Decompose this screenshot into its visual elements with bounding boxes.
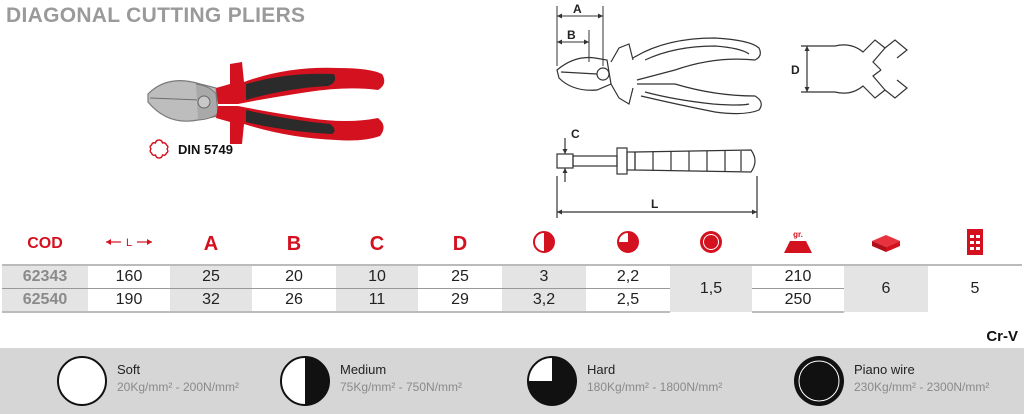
- header-length: L: [88, 224, 170, 265]
- cell-l: 190: [88, 288, 170, 313]
- header-box: [928, 224, 1022, 265]
- legend-name: Soft: [117, 362, 141, 377]
- cell-soft: 3: [502, 264, 586, 289]
- header-a: A: [203, 232, 219, 255]
- legend-value: 20Kg/mm² - 200N/mm²: [117, 380, 240, 394]
- box-icon: [967, 228, 983, 255]
- spec-table: COD L A B C D: [2, 224, 1022, 313]
- cut-soft-icon: [533, 230, 555, 253]
- cut-medium-icon: [617, 230, 639, 253]
- cell-medium: 2,5: [586, 288, 670, 313]
- dim-label-a: A: [573, 2, 582, 16]
- header-hard: [670, 224, 752, 265]
- cell-l: 160: [88, 264, 170, 289]
- header-cod: COD: [27, 235, 63, 252]
- material-label: Cr-V: [986, 328, 1018, 345]
- piano-wire-icon: [794, 356, 844, 406]
- dim-label-b: B: [567, 28, 576, 42]
- pliers-photo: [147, 62, 385, 144]
- header-c: C: [369, 232, 385, 255]
- page-title: DIAGONAL CUTTING PLIERS: [6, 4, 306, 27]
- cell-box: 5: [928, 264, 1022, 312]
- header-medium: [586, 224, 670, 265]
- hardness-legend: Soft 20Kg/mm² - 200N/mm² Medium 75Kg/mm²…: [0, 348, 1024, 414]
- legend-name: Piano wire: [854, 362, 915, 377]
- technical-drawing: A B D C L: [556, 2, 908, 218]
- legend-name: Medium: [340, 362, 387, 377]
- din-label: DIN 5749: [178, 141, 233, 157]
- package-icon: [872, 234, 900, 252]
- cell-package: 6: [844, 264, 928, 312]
- length-header-label: L: [126, 237, 132, 249]
- cell-b: 20: [252, 264, 336, 289]
- medium-wire-icon: [280, 356, 330, 406]
- header-package: [844, 224, 928, 265]
- header-d: D: [452, 232, 468, 255]
- din-standard: DIN 5749: [148, 138, 233, 160]
- soft-wire-icon: [57, 356, 107, 406]
- legend-value: 75Kg/mm² - 750N/mm²: [340, 380, 463, 394]
- header-weight: gr.: [752, 224, 844, 265]
- cell-weight: 210: [752, 264, 844, 289]
- length-icon: L: [106, 237, 152, 249]
- cell-d: 25: [418, 264, 502, 289]
- legend-value: 180Kg/mm² - 1800N/mm²: [587, 380, 723, 394]
- cell-b: 26: [252, 288, 336, 313]
- dim-label-c: C: [571, 127, 580, 141]
- cell-c: 11: [336, 288, 418, 313]
- dim-label-l: L: [651, 197, 658, 211]
- cell-c: 10: [336, 264, 418, 289]
- weight-icon: gr.: [784, 230, 812, 253]
- cell-d: 29: [418, 288, 502, 313]
- header-b: B: [286, 232, 302, 255]
- cell-a: 32: [170, 288, 252, 313]
- cell-cod: 62343: [2, 264, 88, 289]
- legend-name: Hard: [587, 362, 616, 377]
- cut-hard-icon: [700, 230, 722, 253]
- cell-soft: 3,2: [502, 288, 586, 313]
- hard-wire-icon: [527, 356, 577, 406]
- legend-value: 230Kg/mm² - 2300N/mm²: [854, 380, 990, 394]
- table-row: 62540 190 32 26 11 29 3,2 2,5 250: [2, 288, 1022, 313]
- cell-a: 25: [170, 264, 252, 289]
- spec-header-row: COD L A B C D: [2, 224, 1022, 265]
- table-row: 62343 160 25 20 10 25 3 2,2 1,5 210 6 5: [2, 264, 1022, 312]
- din-flower-icon: [149, 139, 169, 159]
- weight-header-label: gr.: [793, 230, 803, 239]
- cell-medium: 2,2: [586, 264, 670, 289]
- cell-weight: 250: [752, 288, 844, 313]
- cell-hard: 1,5: [670, 264, 752, 312]
- header-soft: [502, 224, 586, 265]
- cell-cod: 62540: [2, 288, 88, 313]
- dim-label-d: D: [791, 63, 800, 77]
